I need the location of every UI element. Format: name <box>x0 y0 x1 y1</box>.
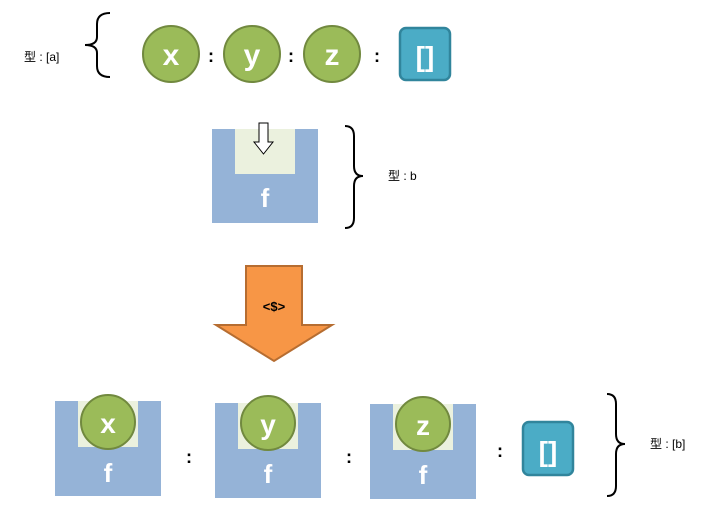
bottom-element-z <box>395 396 451 452</box>
function-type-label: 型 : b <box>388 169 417 183</box>
top-element-x-label: x <box>163 39 180 72</box>
bottom-empty-list: [] <box>521 420 575 477</box>
top-element-z: z <box>303 25 361 83</box>
top-separator-1: : <box>208 46 214 66</box>
bottom-empty-list-label: [] <box>539 436 558 467</box>
bottom-box-y: y f <box>215 395 321 498</box>
top-element-y: y <box>223 25 281 83</box>
top-element-x: x <box>142 25 200 83</box>
top-type-label: 型 : [a] <box>24 50 59 64</box>
function-brace <box>344 125 364 229</box>
function-name: f <box>261 183 270 213</box>
top-separator-3: : <box>374 46 380 66</box>
fmap-arrow: <$> <box>212 265 336 363</box>
bottom-element-y <box>240 395 296 451</box>
top-element-z-label: z <box>325 39 340 72</box>
top-element-y-label: y <box>244 39 261 72</box>
bottom-box-x: x f <box>55 394 161 496</box>
top-empty-list-label: [] <box>416 41 435 72</box>
fmap-operator-label: <$> <box>263 299 286 314</box>
bottom-separator-2: : <box>346 447 352 467</box>
bottom-separator-3: : <box>497 441 503 461</box>
bottom-brace <box>606 393 626 497</box>
bottom-function-2: f <box>264 459 273 489</box>
bottom-box-z: z f <box>370 396 476 499</box>
bottom-function-3: f <box>419 460 428 490</box>
input-arrow-icon <box>252 122 275 155</box>
top-brace <box>84 12 111 78</box>
bottom-type-label: 型 : [b] <box>650 437 685 451</box>
bottom-element-z-label: z <box>416 410 430 441</box>
top-separator-2: : <box>288 46 294 66</box>
bottom-function-1: f <box>104 458 113 488</box>
bottom-element-y-label: y <box>260 409 276 440</box>
bottom-separator-1: : <box>186 447 192 467</box>
top-empty-list: [] <box>398 26 452 82</box>
bottom-element-x <box>80 394 136 450</box>
function-box: f <box>212 122 318 223</box>
bottom-element-x-label: x <box>100 408 116 439</box>
